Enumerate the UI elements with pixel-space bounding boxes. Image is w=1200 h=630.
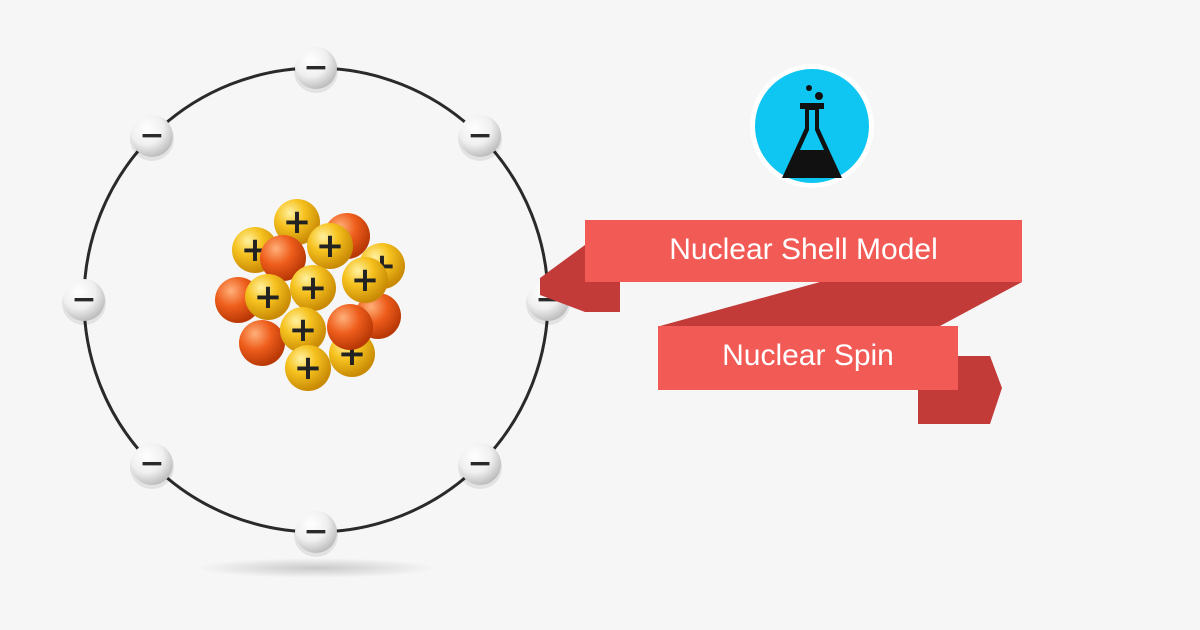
nucleus-icon: ++++++++++ — [215, 199, 405, 391]
electron-symbol: − — [467, 118, 492, 153]
electron-icon: − — [458, 443, 503, 490]
ribbon-band-bottom — [658, 326, 958, 390]
neutron-icon — [239, 320, 285, 366]
proton-icon: + — [307, 223, 353, 269]
neutron-icon — [260, 235, 306, 281]
ribbon-fold-middle — [660, 282, 1022, 326]
ground-shadow — [196, 558, 436, 578]
proton-icon: + — [285, 345, 331, 391]
electrons-layer: −−−−−−−− — [62, 47, 570, 557]
electron-icon: − — [129, 114, 174, 161]
ribbon-band-top — [585, 220, 1022, 282]
electron-icon: − — [294, 47, 338, 93]
proton-icon: + — [274, 199, 320, 245]
electron-icon: − — [294, 511, 338, 557]
electron-symbol: − — [303, 514, 328, 549]
electron-symbol: − — [139, 118, 164, 153]
proton-symbol: + — [294, 348, 323, 388]
proton-icon: + — [280, 307, 326, 353]
proton-symbol: + — [289, 310, 318, 350]
neutron-icon — [327, 304, 373, 350]
proton-icon: + — [290, 265, 336, 311]
proton-symbol: + — [254, 277, 283, 317]
ribbon-label-bottom: Nuclear Spin — [722, 339, 894, 372]
proton-symbol: + — [283, 202, 312, 242]
electron-icon: − — [129, 443, 174, 490]
proton-icon: + — [245, 274, 291, 320]
ribbon-banner — [540, 220, 1022, 424]
electron-icon: − — [62, 279, 106, 325]
proton-symbol: + — [351, 260, 380, 300]
proton-icon: + — [342, 257, 388, 303]
electron-symbol: − — [139, 446, 164, 481]
flask-badge — [750, 64, 874, 188]
proton-symbol: + — [299, 268, 328, 308]
electron-icon: − — [458, 114, 503, 161]
flask-icon — [782, 85, 842, 178]
electron-symbol: − — [71, 282, 96, 317]
proton-symbol: + — [316, 226, 345, 266]
electron-symbol: − — [303, 50, 328, 85]
ribbon-label-top: Nuclear Shell Model — [669, 233, 938, 266]
electron-symbol: − — [467, 446, 492, 481]
